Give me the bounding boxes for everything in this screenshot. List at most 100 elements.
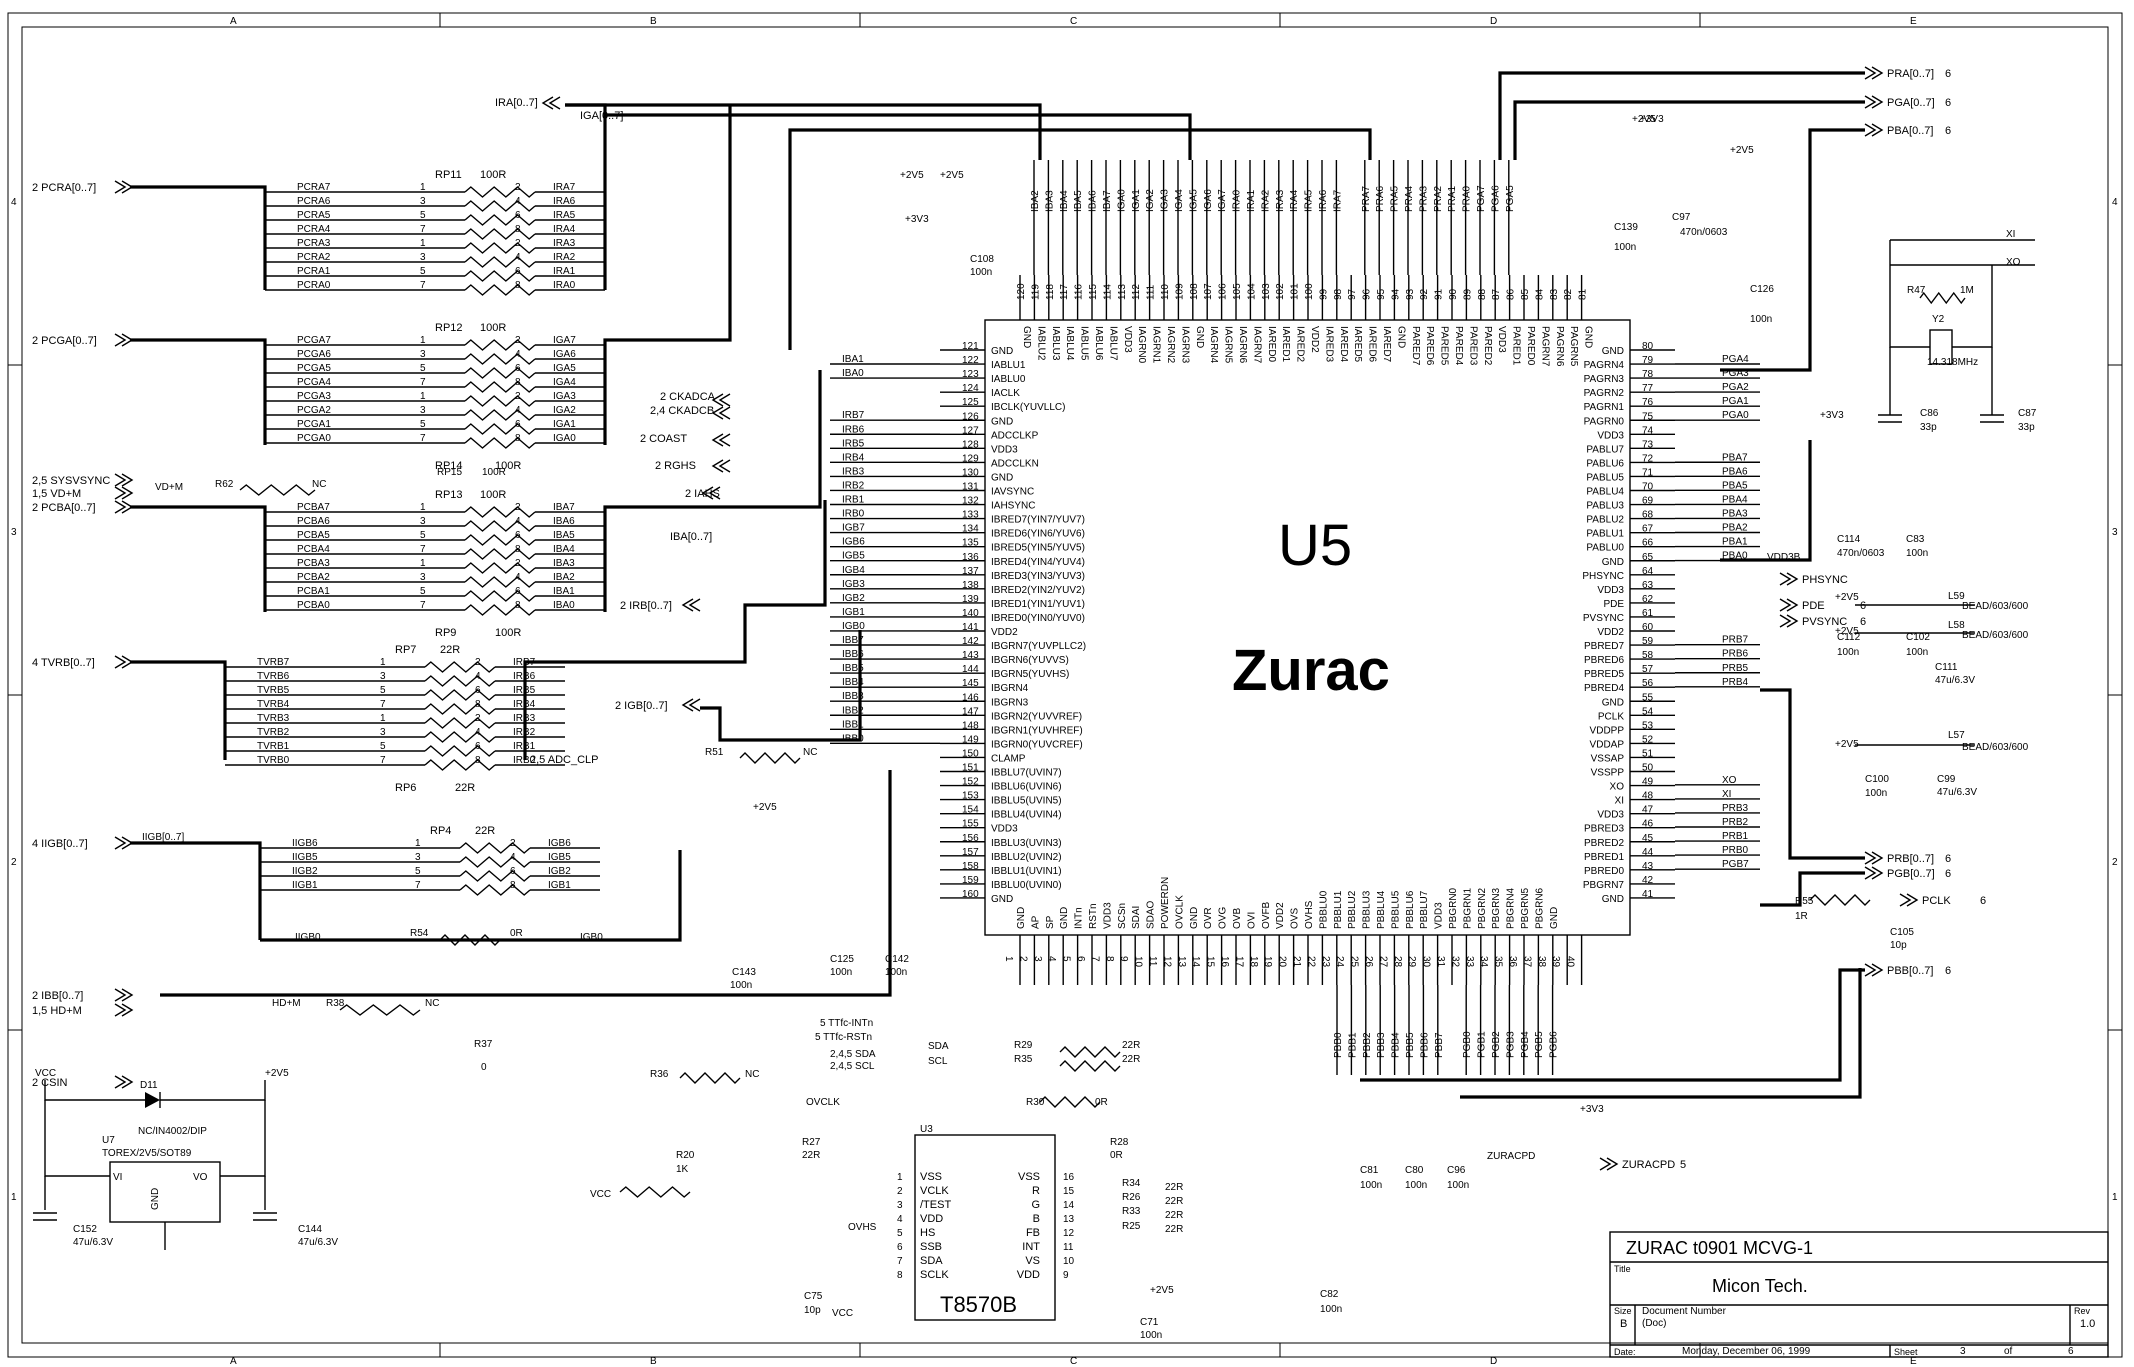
misc-ttfc_rst: 5 TTfc-RSTn	[815, 1032, 872, 1043]
pack-ref2: RP6	[395, 782, 416, 794]
pin-name: PARED4	[1453, 326, 1464, 366]
pin-name: IBGRN5(YUVHS)	[991, 669, 1069, 680]
u3-pin-num: 4	[897, 1214, 903, 1225]
pin-name: OVCLK	[1174, 895, 1185, 929]
pack-out-net: IRA0	[553, 280, 576, 291]
pack-out-net: IRB2	[513, 727, 536, 738]
pack-in-net: TVRB2	[257, 727, 290, 738]
power-2v5: +2V5	[1835, 592, 1859, 603]
single-resistor	[1809, 894, 1871, 906]
pin-name: VSSPP	[1591, 768, 1625, 779]
misc-c111: C111	[1935, 662, 1958, 673]
pin-number: 3	[1032, 956, 1043, 962]
pin-number: 41	[1642, 889, 1654, 900]
pack-ref2: RP9	[435, 627, 456, 639]
pin-number: 136	[962, 552, 979, 563]
misc-c99v: 47u/6.3V	[1937, 787, 1977, 798]
pack-resistor	[464, 548, 536, 560]
pin-name: IARED3	[1323, 326, 1334, 363]
pin-number: 110	[1160, 284, 1171, 300]
pin-name: VSSAP	[1591, 753, 1625, 764]
port-arrow	[1779, 598, 1792, 612]
pin-number: 5	[1061, 956, 1072, 962]
net-label: PRA2	[1433, 185, 1444, 212]
pin-name: PBGRN7	[1583, 880, 1625, 891]
pin-number: 107	[1203, 283, 1214, 300]
net-label: PRA6	[1375, 185, 1386, 212]
misc-ovhs: OVHS	[848, 1222, 877, 1233]
bead-label: BEAD/603/600	[1962, 601, 2029, 612]
pin-number: 112	[1131, 284, 1142, 300]
pin-number: 81	[1578, 288, 1589, 300]
pin-number: 121	[962, 341, 979, 352]
pack-resistor	[464, 604, 536, 616]
net-label: PRB3	[1722, 803, 1749, 814]
pack-resistor	[464, 395, 536, 407]
pack-pin: 3	[420, 516, 426, 527]
port-left-label: 1,5 HD+M	[32, 1005, 82, 1017]
pin-name: IARED5	[1352, 326, 1363, 363]
pin-name: VDD2	[1597, 627, 1624, 638]
pack-in-net: TVRB6	[257, 671, 290, 682]
pin-number: 92	[1419, 288, 1430, 300]
u3-pin-left: /TEST	[920, 1199, 951, 1211]
net-label: IRA6	[1318, 189, 1329, 212]
pack-pin: 5	[420, 419, 426, 430]
pin-name: POWERDN	[1160, 877, 1171, 929]
misc-r55v: 1R	[1795, 911, 1808, 922]
misc-c97v: 470n/0603	[1680, 227, 1728, 238]
pack-out-net: IBA4	[553, 544, 575, 555]
net-label: IGA5	[1188, 189, 1199, 212]
pin-name: IBBLU3(UVIN3)	[991, 838, 1062, 849]
misc-c82: C82	[1320, 1289, 1339, 1300]
pack-out-net: IRA1	[553, 266, 576, 277]
misc-d11v: NC/IN4002/DIP	[138, 1126, 207, 1137]
net-label: IRB2	[842, 480, 865, 491]
misc-iigb0: IIGB0	[295, 932, 321, 943]
pin-name: IBBLU2(UVIN2)	[991, 852, 1062, 863]
pack-value2: 100R	[495, 460, 521, 472]
pack-pin: 2	[475, 713, 481, 724]
pin-name: GND	[1602, 346, 1624, 357]
net-label: PRA1	[1447, 185, 1458, 212]
u3-pin-num: 2	[897, 1186, 903, 1197]
misc-r29: R29	[1014, 1040, 1033, 1051]
misc-ttfc_int: 5 TTfc-INTn	[820, 1018, 873, 1029]
net-label: PGA6	[1490, 185, 1501, 212]
misc-r33: R33	[1122, 1206, 1141, 1217]
port-arrow	[1779, 572, 1792, 586]
pin-name: PARED5	[1439, 326, 1450, 366]
pin-name: PCLK	[1598, 711, 1624, 722]
pack-pin: 2	[475, 657, 481, 668]
port-arrow	[1899, 893, 1912, 907]
pack-in-net: PCGA1	[297, 419, 331, 430]
pin-name: PABLU4	[1586, 487, 1624, 498]
pack-in-net: PCBA7	[297, 502, 330, 513]
cap-100n: 100n	[1447, 1180, 1469, 1191]
pin-number: 17	[1233, 956, 1244, 968]
regulator-u7	[109, 1161, 221, 1223]
port-arrow	[114, 836, 127, 850]
net-label: PBA4	[1722, 494, 1748, 505]
pack-in-net: PCBA4	[297, 544, 330, 555]
pack-pin: 4	[515, 405, 521, 416]
pin-number: 126	[962, 411, 979, 422]
cap-100n: 100n	[830, 967, 852, 978]
pack-out-net: IGB1	[548, 880, 571, 891]
pin-name: GND	[1016, 907, 1027, 929]
net-label: IGB5	[842, 551, 865, 562]
port-arrow	[688, 598, 701, 612]
net-label: PRA7	[1361, 185, 1372, 212]
pin-number: 32	[1449, 956, 1460, 968]
pin-name: PBGRN1	[1462, 887, 1473, 929]
cap-33p: 33p	[1920, 422, 1937, 433]
pin-name: PDE	[1603, 599, 1624, 610]
pin-number: 20	[1277, 956, 1288, 968]
misc-iiggb: IIGB[0..7]	[142, 832, 184, 843]
pin-number: 42	[1642, 875, 1654, 886]
pack-in-net: TVRB7	[257, 657, 290, 668]
chip-u5: U5 Zurac	[984, 319, 1631, 936]
u3-pin-num: 12	[1063, 1228, 1075, 1239]
port-right-sheet: 6	[1945, 868, 1951, 880]
u3-pin-num: 15	[1063, 1186, 1075, 1197]
